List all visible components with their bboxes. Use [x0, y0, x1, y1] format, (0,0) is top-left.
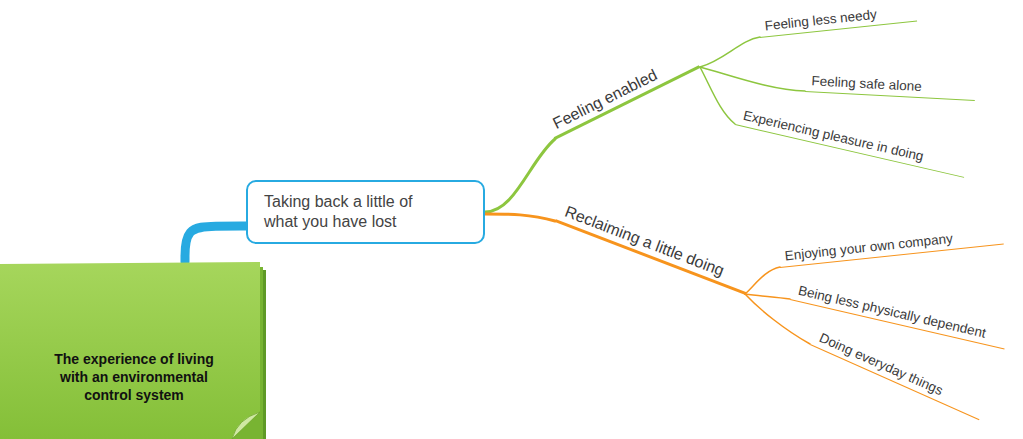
branch-label: Enjoying your own company — [778, 223, 1004, 268]
sub-branch — [700, 67, 805, 91]
branch-label: Doing everyday things — [810, 325, 988, 420]
sub-branch — [745, 294, 810, 344]
sticky-note-shape — [0, 262, 268, 439]
main-branch — [485, 214, 555, 221]
topic-box: Taking back a little of what you have lo… — [246, 180, 485, 244]
sub-branch — [745, 294, 790, 299]
branch-label: Feeling less needy — [758, 0, 917, 38]
note-curl — [232, 412, 260, 439]
branch-label: Reclaiming a little doing — [555, 198, 754, 295]
branch-text: Doing everyday things — [811, 327, 945, 399]
central-topic-text: The experience of living with an environ… — [39, 350, 229, 405]
main-branch — [485, 139, 555, 212]
sub-branch — [700, 37, 760, 67]
branch-text: Experiencing pleasure in doing — [736, 106, 925, 165]
branch-text: Enjoying your own company — [778, 231, 954, 265]
branch-text: Feeling enabled — [544, 65, 660, 135]
branch-label: Experiencing pleasure in doing — [735, 104, 969, 178]
topic-text: Taking back a little of what you have lo… — [264, 192, 439, 232]
branch-text: Reclaiming a little doing — [557, 199, 727, 280]
branch-label: Feeling enabled — [543, 45, 700, 140]
sub-branch — [745, 267, 780, 294]
sub-branch — [700, 67, 735, 124]
topic-connector — [185, 226, 246, 262]
branch-label: Feeling safe alone — [805, 70, 976, 101]
branch-text: Feeling less needy — [758, 7, 878, 35]
note-top-sheet — [0, 262, 260, 439]
branch-text: Feeling safe alone — [805, 73, 922, 95]
sticky-note: The experience of living with an environ… — [0, 262, 268, 439]
